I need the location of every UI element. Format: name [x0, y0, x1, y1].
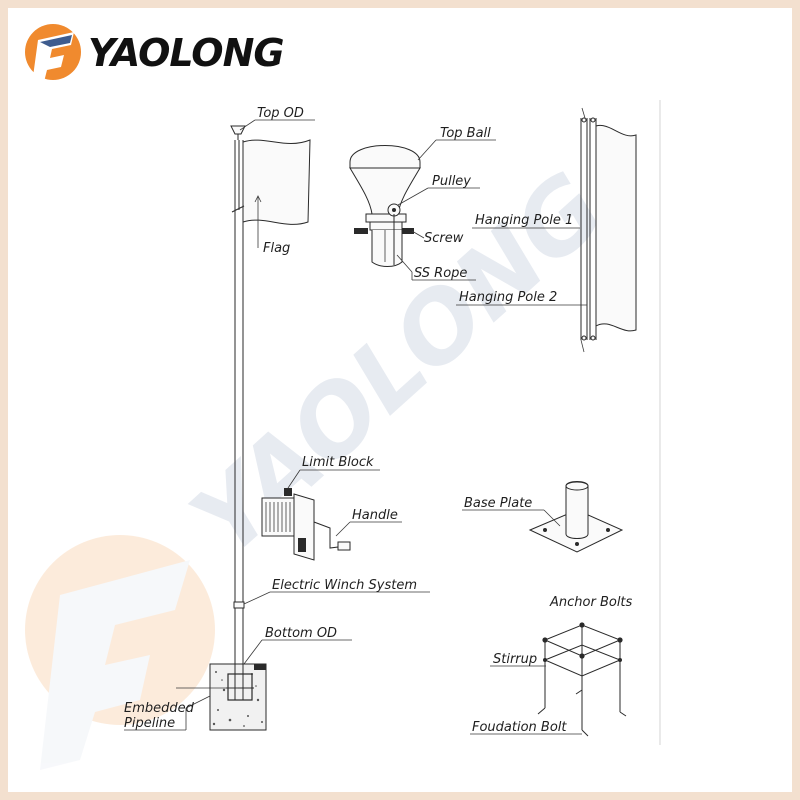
- label-base-plate: Base Plate: [464, 496, 532, 511]
- watermark-logo-icon: [25, 535, 215, 770]
- label-top-ball: Top Ball: [440, 126, 491, 141]
- label-hanging-pole-1: Hanging Pole 1: [475, 213, 573, 228]
- label-screw: Screw: [424, 231, 464, 246]
- label-bottom-od: Bottom OD: [265, 626, 337, 641]
- top-ball-detail: [349, 145, 421, 267]
- anchor-bolt-cage: [537, 622, 627, 737]
- label-electric-winch: Electric Winch System: [272, 578, 417, 593]
- label-top-od: Top OD: [257, 106, 304, 121]
- flag-shape: [242, 139, 311, 225]
- brand-name: YAOLONG: [88, 31, 284, 75]
- label-pulley: Pulley: [432, 174, 471, 189]
- label-stirrup: Stirrup: [493, 652, 537, 667]
- label-handle: Handle: [352, 508, 398, 523]
- label-foundation-bolt: Foudation Bolt: [472, 720, 567, 735]
- diagram-canvas: YAOLONG YAOLONG Top OD Flag: [8, 8, 792, 792]
- main-flagpole: [230, 125, 311, 665]
- flagpole-diagram: YAOLONG YAOLONG Top OD Flag: [25, 24, 661, 770]
- base-plate-detail: [528, 481, 624, 553]
- label-limit-block: Limit Block: [302, 455, 374, 470]
- hanging-poles: [580, 107, 637, 353]
- label-flag: Flag: [263, 241, 290, 256]
- label-hanging-pole-2: Hanging Pole 2: [459, 290, 557, 305]
- brand-logo: YAOLONG: [25, 24, 285, 84]
- foundation-block: [209, 663, 267, 731]
- logo-icon: [25, 24, 81, 84]
- winch-detail: [261, 488, 351, 561]
- hanging-flag-shape: [595, 124, 637, 332]
- label-ss-rope: SS Rope: [414, 266, 467, 281]
- label-embedded-line2: Pipeline: [124, 716, 175, 731]
- label-anchor-bolts: Anchor Bolts: [549, 595, 633, 610]
- label-embedded-line1: Embedded: [124, 701, 195, 716]
